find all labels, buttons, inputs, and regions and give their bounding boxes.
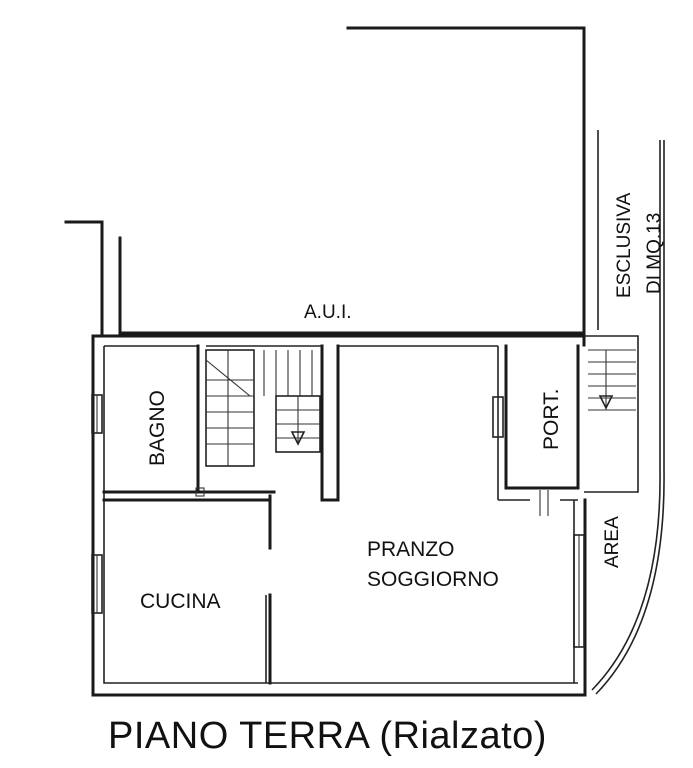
windows: [91, 394, 585, 648]
label-di-mq: DI MQ.13: [644, 213, 665, 294]
stair-walls: [206, 344, 498, 502]
private-area-boundary: [591, 130, 665, 695]
label-port: PORT.: [540, 389, 563, 450]
plan-title: PIANO TERRA (Rialzato): [108, 715, 547, 757]
external-stair-arrow-icon: [598, 395, 614, 410]
cucina-walls: [102, 494, 272, 685]
main-stair: [205, 349, 321, 467]
label-area: AREA: [602, 516, 623, 568]
label-soggiorno: SOGGIORNO: [367, 568, 499, 591]
stair-arrow-icon: [290, 431, 306, 446]
courtyard-boundary: [64, 26, 586, 337]
label-bagno: BAGNO: [146, 390, 169, 466]
portineria-walls: [497, 344, 580, 683]
bagno-walls: [102, 344, 276, 497]
label-esclusiva: ESCLUSIVA: [614, 192, 635, 298]
outer-walls: [91, 334, 587, 697]
external-stair: [584, 335, 639, 493]
label-cucina: CUCINA: [140, 590, 221, 613]
label-pranzo: PRANZO: [367, 538, 455, 561]
label-aui: A.U.I.: [304, 302, 352, 323]
